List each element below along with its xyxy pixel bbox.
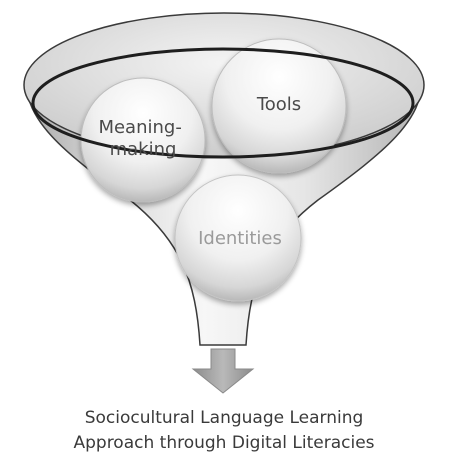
sphere-tools [211,38,347,174]
meaning-making-line-1: Meaning- [98,117,181,138]
down-arrow-icon [191,348,255,394]
identities-label: Identities [198,228,282,249]
sphere-identities [174,174,302,302]
caption-line-2: Approach through Digital Literacies [73,433,374,453]
caption-line-1: Sociocultural Language Learning [85,408,364,428]
meaning-making-label: Meaning- making [98,117,187,160]
meaning-making-line-2: making [110,139,177,160]
tools-label: Tools [256,94,301,115]
funnel-inner-ring [31,47,415,159]
